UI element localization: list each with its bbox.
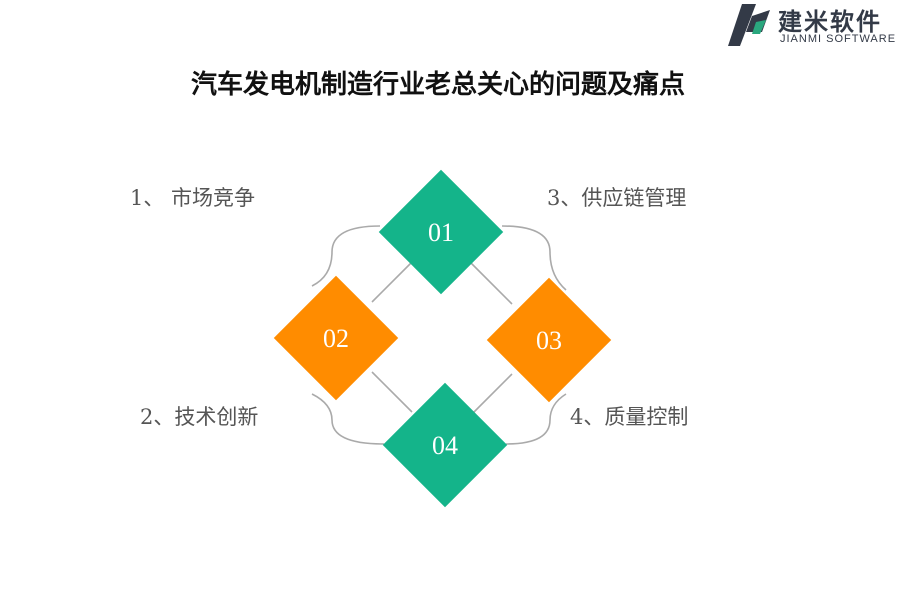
jianmi-logo-icon: [728, 4, 770, 46]
diamond-03: 03: [486, 277, 612, 403]
diamond-03-shape: [486, 277, 612, 403]
diamond-01: 01: [378, 169, 504, 295]
diamond-02-shape: [273, 275, 399, 401]
outer-arc-bottom-left: [311, 393, 385, 445]
label-market-competition: 1、 市场竞争: [130, 186, 256, 210]
label-supply-chain: 3、供应链管理: [547, 186, 687, 210]
outer-arc-top-left: [311, 225, 381, 287]
label-quality-control: 4、质量控制: [570, 405, 689, 429]
label-tech-innovation: 2、技术创新: [140, 405, 259, 429]
diamond-02: 02: [273, 275, 399, 401]
inner-connector-ring: [371, 261, 513, 417]
diamond-03-number: 03: [536, 326, 562, 355]
diamond-04-number: 04: [432, 431, 458, 460]
diamond-02-number: 02: [323, 324, 349, 353]
brand-name-cn: 建米软件: [778, 8, 882, 36]
brand-name-en: JIANMI SOFTWARE: [780, 33, 897, 45]
diamond-04-shape: [382, 382, 508, 508]
diamond-04: 04: [382, 382, 508, 508]
diamond-01-number: 01: [428, 218, 454, 247]
outer-arc-bottom-right: [505, 393, 567, 445]
brand-logo: 建米软件 JIANMI SOFTWARE: [726, 2, 898, 48]
diamond-01-shape: [378, 169, 504, 295]
page-title: 汽车发电机制造行业老总关心的问题及痛点: [190, 70, 685, 100]
outer-arc-top-right: [501, 225, 567, 291]
